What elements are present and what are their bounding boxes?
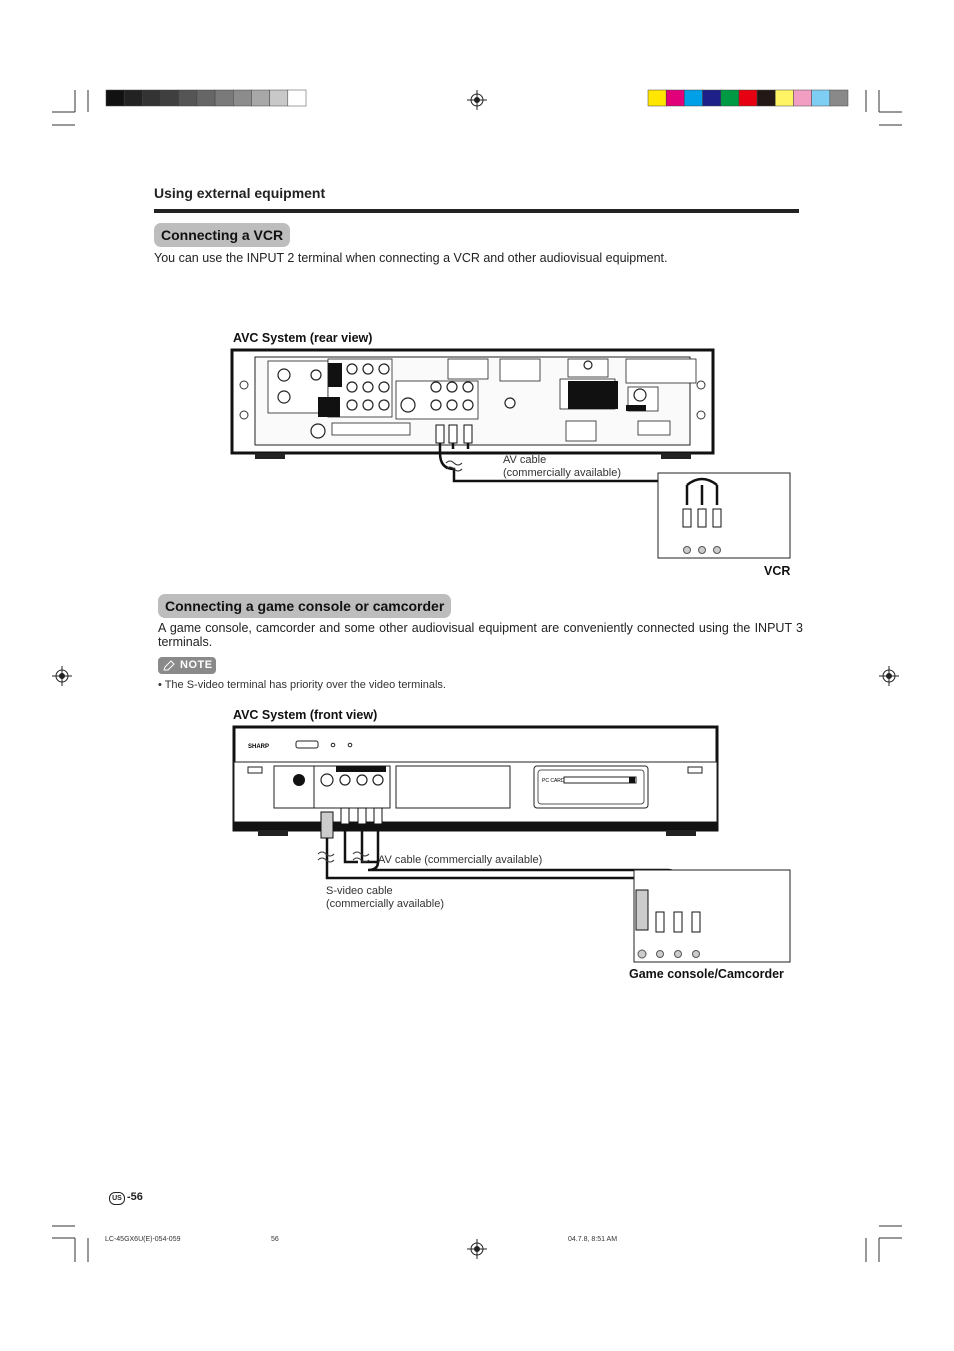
calibration-swatch bbox=[123, 89, 143, 107]
note-text: • The S-video terminal has priority over… bbox=[158, 679, 446, 691]
calibration-swatch bbox=[287, 89, 307, 107]
footer-stamp: 04.7.8, 8:51 AM bbox=[568, 1236, 618, 1243]
page-number: -56 bbox=[127, 1191, 143, 1203]
av-cable-label-line1: AV cable bbox=[503, 454, 547, 466]
calibration-swatch bbox=[251, 89, 270, 107]
vcr-intro: You can use the INPUT 2 terminal when co… bbox=[154, 251, 668, 265]
calibration-swatch bbox=[665, 89, 685, 107]
vcr-device-label: VCR bbox=[764, 564, 791, 578]
calibration-swatch bbox=[105, 89, 125, 107]
pc-card-label: PC CARD bbox=[542, 778, 565, 784]
rear-view-diagram bbox=[230, 348, 791, 559]
calibration-swatch bbox=[160, 89, 179, 107]
note-label: NOTE bbox=[180, 659, 213, 671]
calibration-swatch bbox=[829, 89, 849, 107]
calibration-swatch bbox=[214, 89, 234, 107]
calibration-swatch bbox=[775, 89, 794, 107]
calibration-swatch bbox=[684, 89, 703, 107]
rear-view-title: AVC System (rear view) bbox=[233, 331, 373, 345]
svideo-cable-label-line2: (commercially available) bbox=[326, 898, 444, 910]
calibration-swatch bbox=[269, 89, 289, 107]
gray-calibration-bar bbox=[105, 89, 307, 107]
vcr-heading: Connecting a VCR bbox=[154, 223, 291, 247]
calibration-swatch bbox=[738, 89, 758, 107]
note-badge: NOTE bbox=[158, 657, 216, 674]
footer-file: LC-45GX6U(E)-054-059 bbox=[105, 1236, 181, 1243]
calibration-swatch bbox=[647, 89, 667, 107]
section-title: Using external equipment bbox=[154, 185, 326, 201]
calibration-swatch bbox=[756, 89, 776, 107]
calibration-swatch bbox=[720, 89, 740, 107]
region-label: US bbox=[112, 1195, 122, 1202]
front-view-title: AVC System (front view) bbox=[233, 708, 378, 722]
calibration-swatch bbox=[793, 89, 812, 107]
game-intro: A game console, camcorder and some other… bbox=[158, 621, 803, 649]
brand-logo: SHARP bbox=[248, 744, 269, 750]
region-badge: US bbox=[109, 1192, 125, 1205]
av-cable-label-line2: (commercially available) bbox=[503, 467, 621, 479]
color-calibration-bar bbox=[647, 89, 849, 107]
svideo-cable-label-line1: S-video cable bbox=[326, 885, 393, 897]
calibration-swatch bbox=[233, 89, 252, 107]
game-av-cable-label: AV cable (commercially available) bbox=[378, 854, 543, 866]
calibration-swatch bbox=[702, 89, 721, 107]
calibration-swatch bbox=[178, 89, 198, 107]
calibration-swatch bbox=[142, 89, 161, 107]
calibration-swatch bbox=[196, 89, 216, 107]
game-device-label: Game console/Camcorder bbox=[629, 967, 784, 981]
game-heading: Connecting a game console or camcorder bbox=[158, 594, 452, 618]
front-view-diagram: SHARP PC CARD bbox=[232, 725, 791, 963]
calibration-swatch bbox=[811, 89, 831, 107]
pencil-icon bbox=[163, 660, 175, 671]
section-rule bbox=[154, 209, 799, 213]
footer-page: 56 bbox=[271, 1236, 279, 1243]
